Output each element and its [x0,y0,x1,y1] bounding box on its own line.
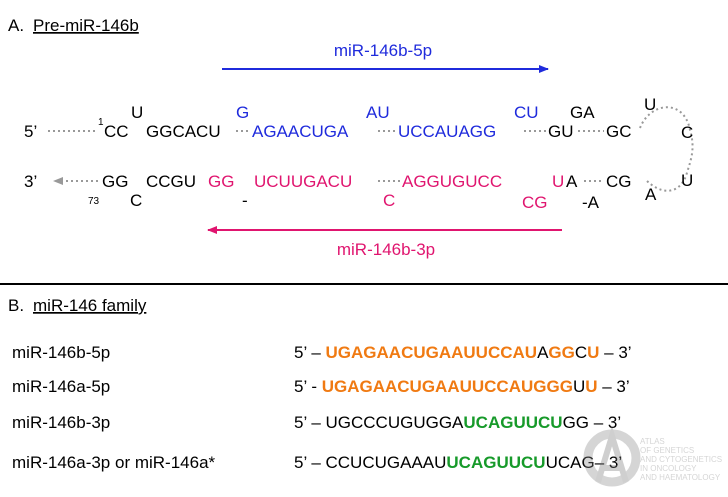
family-row-1: miR-146a-5p 5’ - UGAGAACUGAAUUCCAUGGGUU … [12,377,630,396]
loop-base-2: U [681,171,693,190]
position-73-label: 73 [88,196,100,207]
top-seg-2: AGAACUGA [252,122,349,141]
section-b-label: B. [8,296,24,315]
family-row-sequence: 5’ - UGAGAACUGAAUUCCAUGGGUU – 3’ [294,377,630,396]
sequence-segment: C [575,343,587,362]
watermark-line: OF GENETICS [640,446,694,455]
sequence-segment: UGAGAACUGAAUUCCAU [322,377,534,396]
loop-base-1: C [681,123,693,142]
family-row-3: miR-146a-3p or miR-146a* 5’ – CCUCUGAAAU… [12,453,622,472]
family-row-2: miR-146b-3p 5’ – UGCCCUGUGGAUCAGUUCUGG –… [12,413,621,432]
family-row-sequence: 5’ – CCUCUGAAAUUCAGUUCUUCAG– 3’ [294,453,622,472]
bottom-seg-0: GG [102,172,128,191]
atlas-watermark-logo: ATLAS OF GENETICS AND CYTOGENETICS IN ON… [583,425,722,487]
watermark-line: AND CYTOGENETICS [640,455,722,464]
top-seg-3: UCCAUAGG [398,122,496,141]
family-row-0: miR-146b-5p 5’ – UGAGAACUGAAUUCCAUAGGCU … [12,343,632,362]
bottom-seg-2: GG [208,172,234,191]
bottom-bulge-4: -A [582,193,600,212]
watermark-a-glyph [595,425,629,483]
bottom-seg-4: AGGUGUCC [402,172,502,191]
family-row-sequence: 5’ – UGAGAACUGAAUUCCAUAGGCU – 3’ [294,343,632,362]
top-bulge-2: AU [366,103,390,122]
family-row-sequence: 5’ – UGCCCUGUGGAUCAGUUCUGG – 3’ [294,413,621,432]
mir-146b-5p-arrow-label: miR-146b-5p [334,41,432,60]
bottom-bulge-3: CG [522,193,548,212]
bottom-seg-7: CG [606,172,632,191]
hairpin-loop-dots [639,106,694,192]
section-a-title: Pre-miR-146b [33,16,139,35]
top-seg-0: CC [104,122,129,141]
top-seg-4: GU [548,122,574,141]
sequence-segment: U [573,377,585,396]
top-bulge-3: CU [514,103,539,122]
bottom-bulge-2: C [383,191,395,210]
three-prime-label: 3’ [24,172,37,191]
section-b-title: miR-146 family [33,296,147,315]
loop-base-0: U [644,95,656,114]
sequence-segment: GG – 3’ [563,413,622,432]
sequence-segment: U [585,377,597,396]
position-1-label: 1 [98,117,104,128]
bottom-seg-6: A [566,172,578,191]
watermark-line: ATLAS [640,437,665,446]
watermark-ring [583,429,641,487]
top-bulge-4: GA [570,103,595,122]
sequence-segment: UGAGAACUGAAUUCCAU [326,343,538,362]
bottom-bulge-0: C [130,191,142,210]
sequence-segment: U [587,343,599,362]
sequence-segment: GG [548,343,574,362]
bottom-bulge-1: - [242,191,248,210]
sequence-segment: 5’ – UGCCCUGUGGA [294,413,464,432]
bottom-seg-3: UCUUGACU [254,172,352,191]
top-seg-5: GC [606,122,632,141]
bottom-seg-1: CCGU [146,172,196,191]
bottom-strand: GG CCGU GG UCUUGACU AGGUGUCC U A CG [102,172,632,191]
watermark-line: AND HAEMATOLOGY [640,473,721,482]
top-seg-1: GGCACU [146,122,221,141]
family-row-name: miR-146a-5p [12,377,110,396]
sequence-segment: UCAG– 3’ [546,453,623,472]
mir-146b-3p-arrow-label: miR-146b-3p [337,240,435,259]
sequence-segment: – 3’ [598,377,630,396]
top-strand: CC GGCACU AGAACUGA UCCAUAGG GU GC [104,122,632,141]
bottom-seg-5: U [552,172,564,191]
sequence-segment: 5’ – [294,343,326,362]
top-bulge-1: G [236,103,249,122]
top-bulge-0: U [131,103,143,122]
five-prime-label: 5’ [24,122,37,141]
family-row-name: miR-146a-3p or miR-146a* [12,453,216,472]
sequence-segment: 5’ - [294,377,322,396]
family-row-name: miR-146b-3p [12,413,110,432]
sequence-segment: UCAGUUCU [463,413,562,432]
watermark-line: IN ONCOLOGY [640,464,697,473]
sequence-segment: GGG [533,377,573,396]
sequence-segment: A [537,343,549,362]
sequence-segment: 5’ – CCUCUGAAAU [294,453,446,472]
family-row-name: miR-146b-5p [12,343,110,362]
loop-base-3: A [645,185,657,204]
sequence-segment: UCAGUUCU [446,453,545,472]
sequence-segment: – 3’ [599,343,631,362]
section-a-label: A. [8,16,24,35]
